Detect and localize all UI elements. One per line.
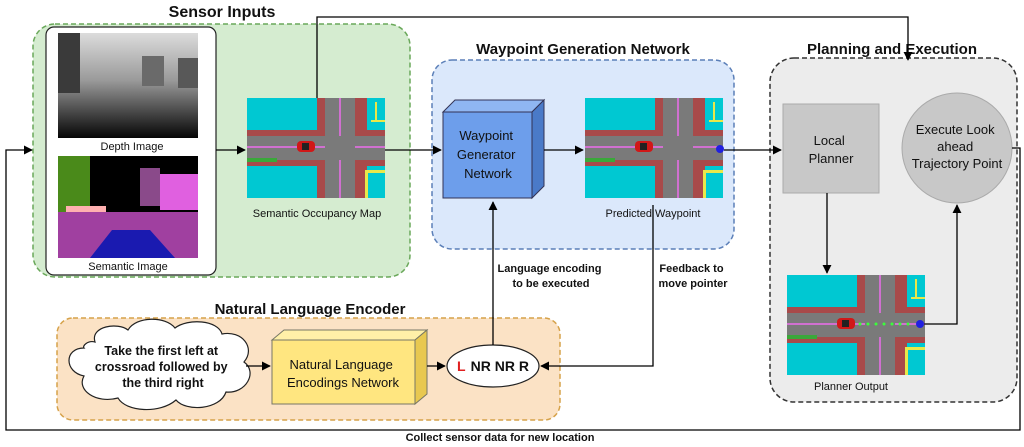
waypoint-network-title: Waypoint Generation Network xyxy=(476,41,690,58)
semantic-image-label: Semantic Image xyxy=(88,261,167,273)
encoder-title: Natural Language Encoder xyxy=(215,301,406,318)
depth-image xyxy=(58,33,198,138)
semantic-occupancy-map xyxy=(247,98,385,198)
waypoint-generator-label: Waypoint Generator Network xyxy=(457,128,519,181)
planning-title: Planning and Execution xyxy=(807,41,977,58)
sensor-inputs-title: Sensor Inputs xyxy=(169,4,276,21)
remaining-tokens: NR NR R xyxy=(471,358,529,374)
local-planner-box xyxy=(783,104,879,193)
language-encoding-edge-label: Language encoding to be executed xyxy=(498,263,605,290)
collect-edge-label: Collect sensor data for new location xyxy=(406,432,595,444)
predicted-waypoint-marker xyxy=(716,145,724,153)
current-token: L xyxy=(457,358,466,374)
occupancy-map-label: Semantic Occupancy Map xyxy=(253,208,381,220)
planner-output-map xyxy=(787,275,925,375)
predicted-waypoint-map xyxy=(585,98,723,198)
planner-output-label: Planner Output xyxy=(814,381,888,393)
depth-image-label: Depth Image xyxy=(101,141,164,153)
semantic-image xyxy=(58,156,198,258)
feedback-edge-label: Feedback to move pointer xyxy=(658,263,728,290)
